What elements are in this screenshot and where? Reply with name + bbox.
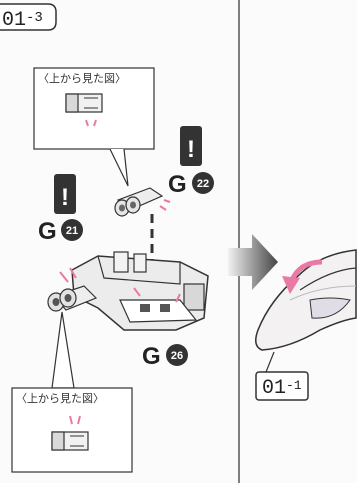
next-step-label: 01-1	[255, 351, 309, 401]
part-22-drawing	[114, 187, 171, 217]
part-label-g26: G 26	[142, 343, 188, 370]
svg-text:G: G	[142, 343, 161, 370]
caution-mark-2: !	[54, 174, 76, 214]
svg-text:21: 21	[66, 225, 78, 237]
svg-text:G: G	[168, 171, 187, 198]
part-label-g21: G 21	[38, 218, 83, 245]
caution-mark-1: !	[180, 126, 202, 166]
svg-text:!: !	[187, 136, 195, 163]
svg-text:26: 26	[171, 350, 183, 362]
svg-text:!: !	[61, 184, 69, 211]
top-view-inset-2: 〈上から見た図〉	[11, 387, 133, 473]
svg-text:01-3: 01-3	[2, 9, 43, 32]
svg-text:G: G	[38, 218, 57, 245]
top-view-caption-2: 〈上から見た図〉	[16, 392, 104, 405]
next-step-figure	[255, 249, 357, 351]
top-view-inset-1: 〈上から見た図〉	[33, 67, 155, 187]
svg-text:22: 22	[197, 178, 209, 190]
callout-pointer-2	[51, 311, 75, 389]
next-step-arrow	[228, 234, 278, 290]
svg-text:01-1: 01-1	[262, 377, 302, 400]
assembly-drawing	[47, 251, 209, 331]
top-view-caption-1: 〈上から見た図〉	[38, 72, 126, 85]
step-label: 01-3	[0, 3, 57, 32]
part-label-g22: G 22	[168, 171, 214, 198]
